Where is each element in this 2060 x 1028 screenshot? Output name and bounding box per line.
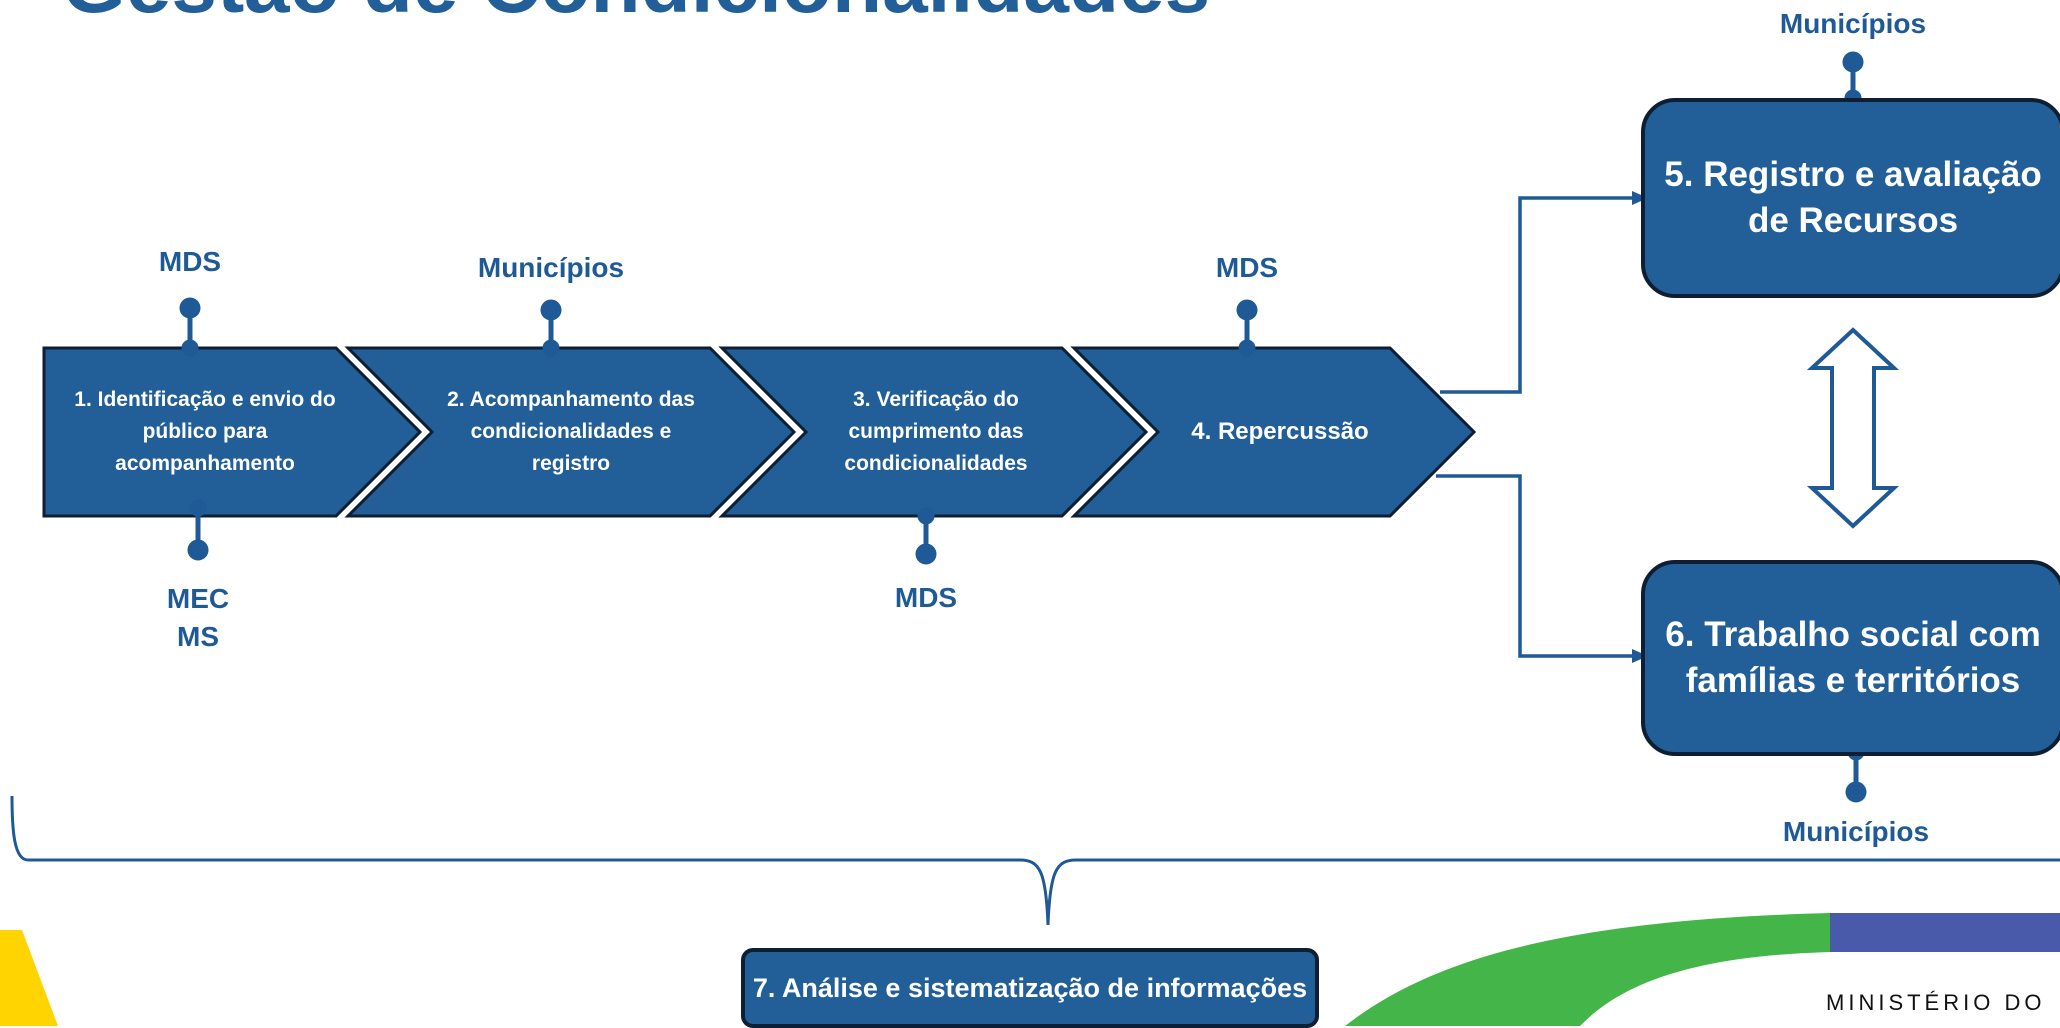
arrowhead-to-box5	[1632, 191, 1648, 205]
actor-label-step3-bottom: MDS	[894, 582, 958, 613]
ministry-label: MINISTÉRIO DO	[1826, 990, 2046, 1015]
actor-label-step2-top: Municípios	[477, 252, 625, 283]
step-4-label: 4. Repercussão	[1191, 418, 1369, 445]
step-3-label: 3. Verificação do cumprimento das condic…	[844, 388, 1028, 475]
branch-arrows	[1436, 196, 1636, 658]
arrowhead-to-box6	[1632, 649, 1648, 663]
actor-connectors	[179, 51, 1867, 803]
box-analise-sistematizacao: 7. Análise e sistematização de informaçõ…	[741, 948, 1319, 1028]
step-1-label: 1. Identificação e envio do público para…	[74, 388, 336, 475]
chevron-step-1	[42, 346, 423, 518]
actor-label-step1-bottom: MEC MS	[166, 583, 230, 652]
actor-label-box6: Municípios	[1782, 816, 1930, 847]
actor-label-step1-top: MDS	[158, 246, 222, 277]
yellow-corner-shape	[0, 930, 58, 1026]
box-trabalho-social: 6. Trabalho social com famílias e territ…	[1641, 560, 2060, 756]
chevron-step-4	[1070, 346, 1477, 518]
actor-label-step4-top: MDS	[1215, 252, 1279, 283]
violet-band-shape	[1830, 913, 2060, 952]
step-2-label: 2. Acompanhamento das condicionalidades …	[447, 388, 695, 475]
box-registro-avaliacao: 5. Registro e avaliação de Recursos	[1641, 98, 2060, 298]
bracket-brace	[10, 795, 2060, 926]
page-title: Gestão de Condicionalidades	[62, 0, 1210, 32]
double-arrow-icon	[1806, 327, 1900, 529]
chevron-step-3	[718, 346, 1149, 518]
actor-label-box5: Municípios	[1779, 8, 1927, 39]
chevron-step-2	[344, 346, 797, 518]
